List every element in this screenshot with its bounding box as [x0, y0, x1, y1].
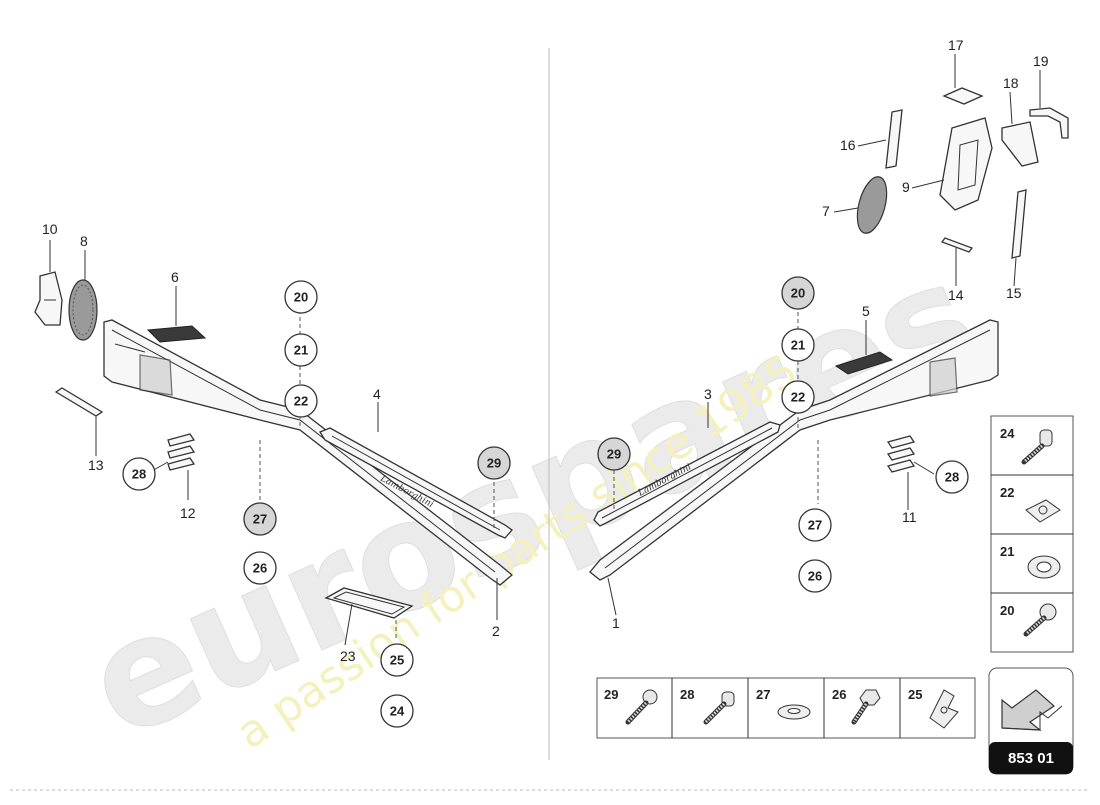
label-7: 7	[822, 203, 830, 219]
callout-number: 25	[390, 653, 404, 668]
part-11-clips	[886, 435, 916, 473]
legend-bottom-29: 29	[604, 687, 618, 702]
part-12-clips	[167, 433, 196, 471]
label-15: 15	[1006, 285, 1022, 301]
callout-number: 20	[294, 290, 308, 305]
callout-number: 28	[132, 467, 146, 482]
callout-22: 22	[781, 380, 815, 414]
label-8: 8	[80, 233, 88, 249]
label-12: 12	[180, 505, 196, 521]
label-13: 13	[88, 457, 104, 473]
legend-right-22: 22	[1000, 485, 1014, 500]
callout-27: 27	[243, 502, 277, 536]
callout-26: 26	[798, 559, 832, 593]
callout-21: 21	[284, 333, 318, 367]
label-2: 2	[492, 623, 500, 639]
label-18: 18	[1003, 75, 1019, 91]
callout-number: 21	[791, 338, 805, 353]
callout-number: 29	[607, 447, 621, 462]
part-labels: 10 8 6 4 13 12 2 23 17 19 18 16 9 7 14 1…	[42, 37, 1049, 664]
label-4: 4	[373, 386, 381, 402]
label-3: 3	[704, 386, 712, 402]
callout-28: 28	[122, 457, 156, 491]
label-6: 6	[171, 269, 179, 285]
part-8-mesh	[68, 279, 98, 341]
diagram-badge: 853 01	[988, 667, 1074, 775]
label-9: 9	[902, 179, 910, 195]
legend-bottom-28: 28	[680, 687, 694, 702]
part-19-trim	[1029, 107, 1069, 139]
callout-number: 20	[791, 286, 805, 301]
callout-number: 22	[294, 394, 308, 409]
legend-right-20: 20	[1000, 603, 1014, 618]
callout-28: 28	[935, 460, 969, 494]
part-6-grille	[146, 325, 207, 343]
callout-25: 25	[380, 643, 414, 677]
part-10-bracket	[34, 271, 63, 326]
screw-icon	[1023, 603, 1057, 637]
part-1-right-sill	[589, 319, 999, 581]
callout-26: 26	[243, 551, 277, 585]
legend-right-21: 21	[1000, 544, 1014, 559]
part-13-strip	[54, 387, 104, 417]
callout-number: 24	[390, 704, 405, 719]
callout-29: 29	[477, 446, 511, 480]
callout-number: 27	[808, 518, 822, 533]
part-14-rod	[940, 237, 974, 253]
arrow-icon	[1001, 689, 1063, 731]
callout-21: 21	[781, 328, 815, 362]
diagram-code: 853 01	[1008, 750, 1054, 767]
part-2-left-sill	[103, 319, 514, 586]
callout-number: 26	[808, 569, 822, 584]
label-11: 11	[902, 509, 917, 525]
legend-bottom-26: 26	[832, 687, 846, 702]
label-17: 17	[948, 37, 964, 53]
washer-icon	[777, 704, 811, 720]
label-5: 5	[862, 303, 870, 319]
part-5-grille	[834, 351, 894, 375]
legend-right-24: 24	[1000, 426, 1015, 441]
callout-20: 20	[781, 276, 815, 310]
label-23: 23	[340, 648, 356, 664]
washer-icon	[1027, 555, 1061, 579]
screw-icon	[703, 691, 735, 725]
callout-number: 26	[253, 561, 267, 576]
callout-24: 24	[380, 694, 414, 728]
callout-number: 21	[294, 343, 308, 358]
clip-nut-icon	[1025, 499, 1061, 523]
legend-right: 24 22 21 20	[990, 415, 1074, 653]
callout-number: 28	[945, 470, 959, 485]
part-17-tag	[942, 87, 984, 105]
label-1: 1	[612, 615, 620, 631]
clip-icon	[929, 689, 959, 729]
bolt-icon	[851, 689, 881, 725]
part-9-housing	[939, 117, 993, 211]
label-14: 14	[948, 287, 964, 303]
part-7-mesh	[856, 176, 888, 234]
callout-number: 27	[253, 512, 267, 527]
callout-number: 29	[487, 456, 501, 471]
screw-icon	[625, 689, 658, 725]
callout-number: 22	[791, 390, 805, 405]
callout-27: 27	[798, 508, 832, 542]
part-23-plate	[324, 587, 414, 619]
legend-bottom-27: 27	[756, 687, 770, 702]
part-18-panel	[1001, 121, 1039, 167]
label-16: 16	[840, 137, 856, 153]
legend-bottom: 29 28 27 26 25	[596, 677, 976, 739]
label-19: 19	[1033, 53, 1049, 69]
part-15-strip	[1011, 189, 1027, 259]
screw-icon	[1021, 429, 1053, 465]
label-10: 10	[42, 221, 58, 237]
callout-22: 22	[284, 384, 318, 418]
legend-bottom-25: 25	[908, 687, 922, 702]
part-16-strip	[885, 109, 903, 169]
callout-29: 29	[597, 437, 631, 471]
callout-20: 20	[284, 280, 318, 314]
